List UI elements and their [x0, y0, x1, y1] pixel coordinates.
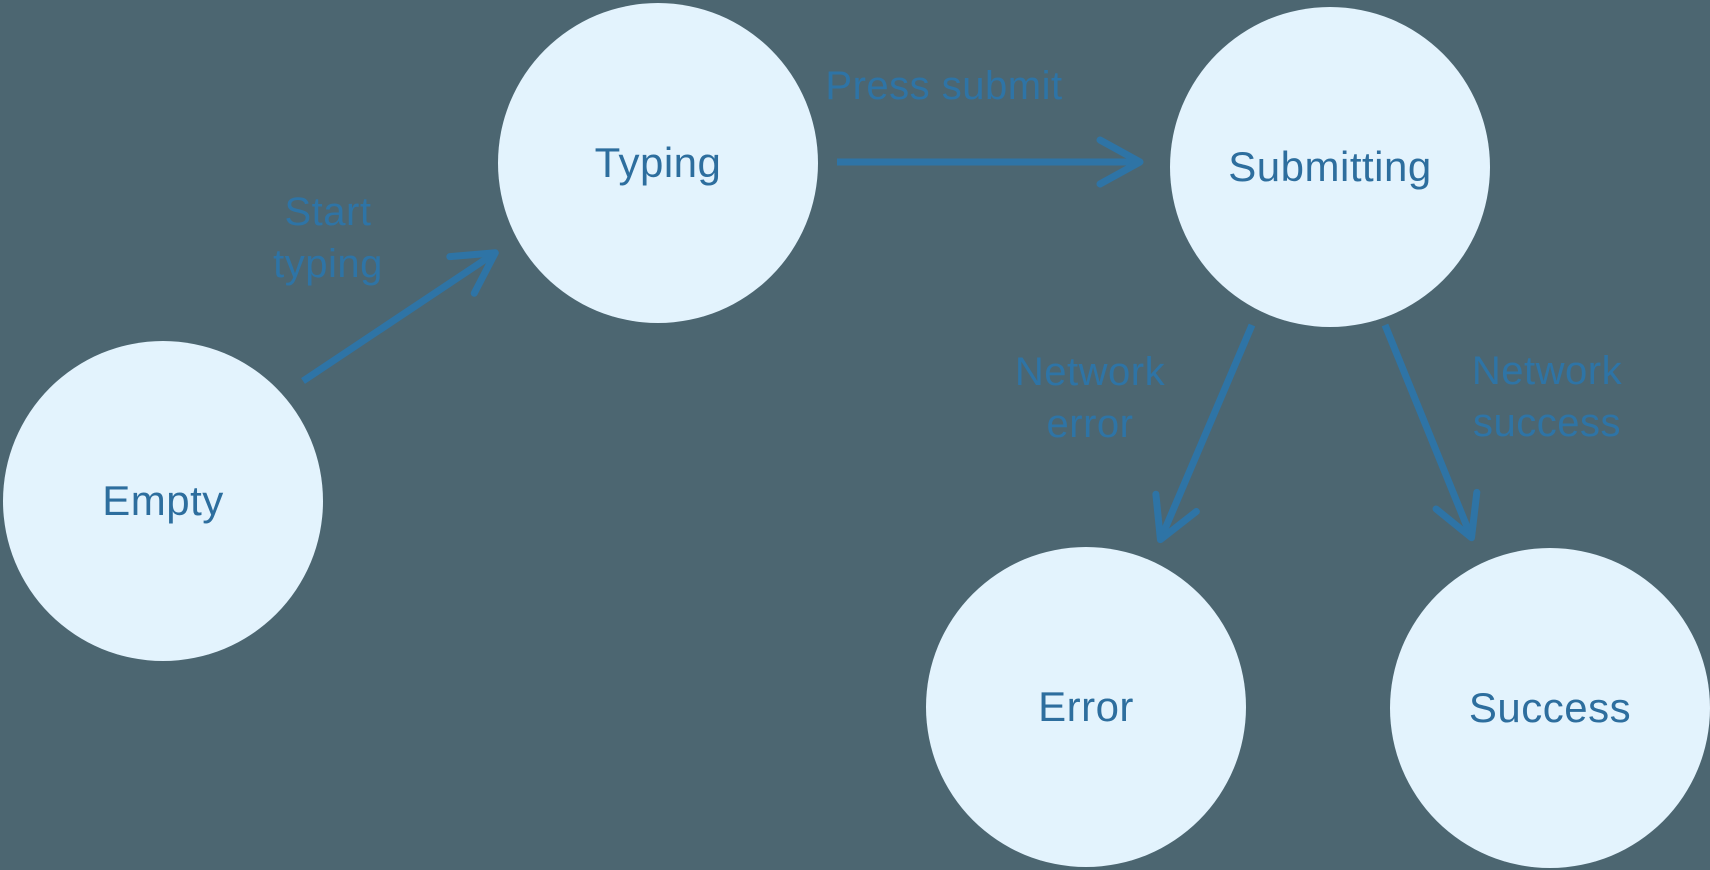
edge-label-press-submit: Press submit	[825, 64, 1063, 108]
node-empty[interactable]: Empty	[3, 341, 323, 661]
edge-submitting-to-success	[1381, 323, 1481, 542]
node-success[interactable]: Success	[1390, 548, 1710, 868]
edge-empty-to-typing	[301, 249, 499, 384]
node-submitting[interactable]: Submitting	[1170, 7, 1490, 327]
edge-label-network-error: Network error	[1014, 350, 1166, 446]
edge-label-network-success: Network success	[1471, 349, 1623, 445]
node-success-label: Success	[1468, 684, 1632, 731]
node-typing-label: Typing	[594, 139, 722, 186]
node-empty-label: Empty	[102, 477, 224, 524]
node-error[interactable]: Error	[926, 547, 1246, 867]
node-submitting-label: Submitting	[1228, 143, 1432, 190]
edge-submitting-to-error	[1152, 323, 1256, 544]
node-typing[interactable]: Typing	[498, 3, 818, 323]
edge-label-start-typing: Start typing	[273, 190, 383, 286]
node-error-label: Error	[1038, 683, 1134, 730]
